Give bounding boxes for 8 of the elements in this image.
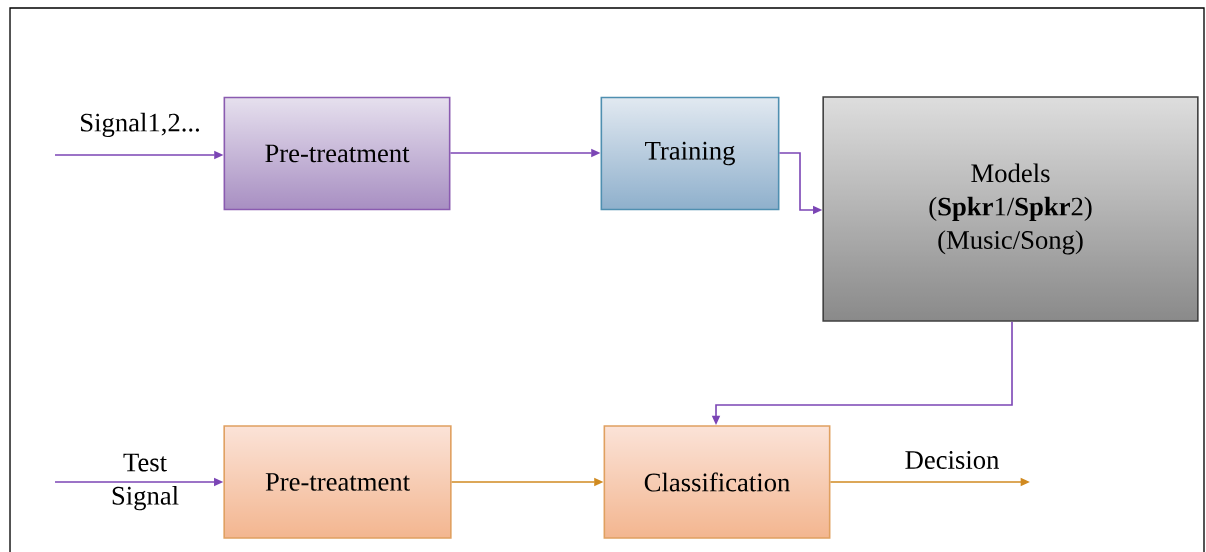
edge-label: Test Signal — [112, 453, 179, 511]
edge-label: Decision — [905, 451, 999, 469]
process-box: Pre-treatment — [223, 96, 451, 211]
process-box: Pre-treatment — [223, 425, 452, 539]
process-box: Models (Spkr1/Spkr2) (Music/Song) — [822, 96, 1199, 322]
process-box: Training — [600, 96, 780, 211]
edge-label: Signal1,2... — [81, 112, 199, 138]
process-box: Classification — [603, 425, 831, 539]
